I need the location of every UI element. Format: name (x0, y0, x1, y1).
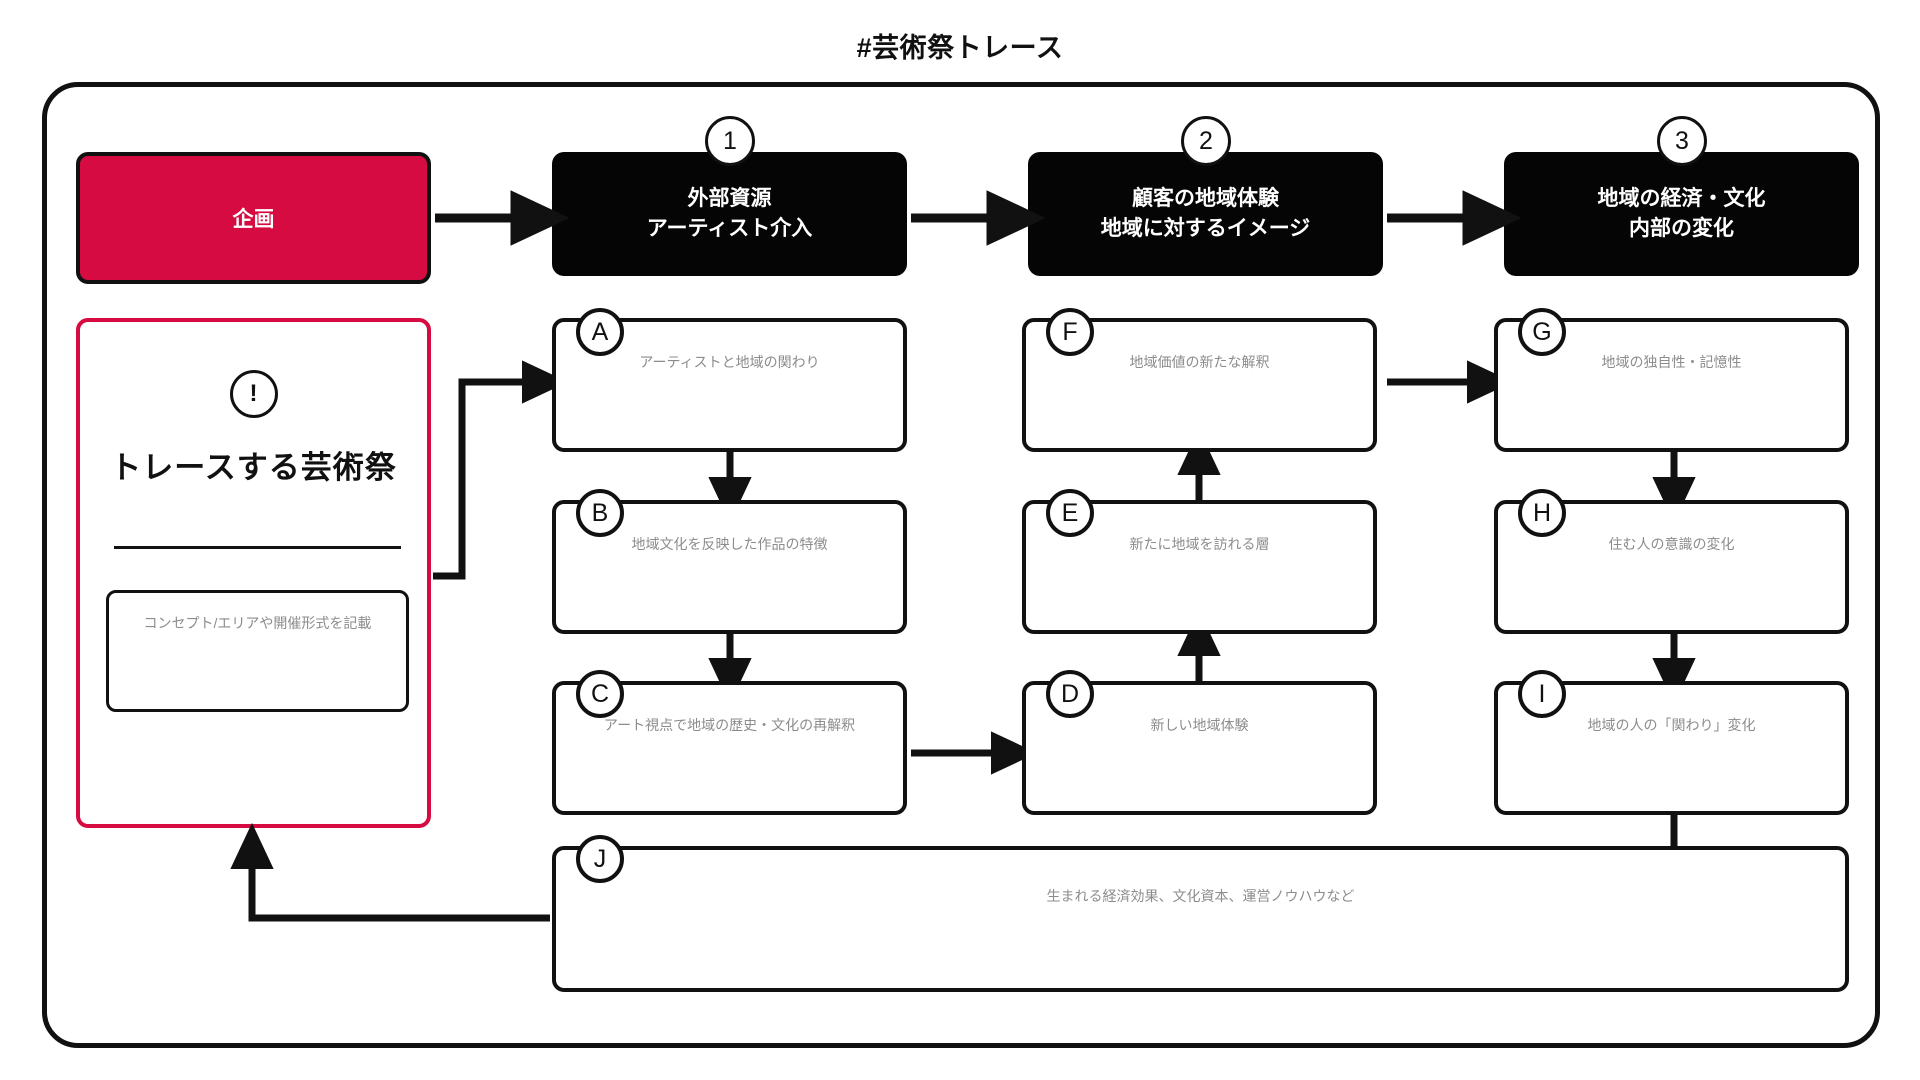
stage-box-1[interactable]: 外部資源 アーティスト介入 (552, 152, 907, 276)
node-badge-i-letter: I (1538, 679, 1546, 708)
trace-panel-note-field[interactable]: コンセプト/エリアや開催形式を記載 (106, 590, 409, 712)
node-i-label: 地域の人の「関わり」変化 (1587, 717, 1756, 733)
node-f-label: 地域価値の新たな解釈 (1129, 354, 1270, 370)
page-title: #芸術祭トレース (856, 33, 1064, 63)
node-badge-e: E (1046, 489, 1094, 537)
node-badge-d-letter: D (1060, 679, 1080, 708)
node-badge-f: F (1046, 308, 1094, 356)
stage-number-1: 1 (705, 116, 755, 166)
node-arrows (230, 360, 1696, 922)
stage-number-3-label: 3 (1675, 126, 1689, 155)
node-badge-e-letter: E (1061, 498, 1079, 527)
stage-1-line-2: アーティスト介入 (646, 217, 813, 240)
node-badge-g-letter: G (1532, 317, 1552, 346)
node-badge-f-letter: F (1062, 317, 1078, 346)
node-badge-h: H (1518, 489, 1566, 537)
stage-box-2[interactable]: 顧客の地域体験 地域に対するイメージ (1028, 152, 1383, 276)
node-a-label: アーティストと地域の関わり (639, 354, 820, 370)
stage-box-3[interactable]: 地域の経済・文化 内部の変化 (1504, 152, 1859, 276)
node-box-j[interactable]: 生まれる経済効果、文化資本、運営ノウハウなど (552, 846, 1849, 992)
stage-number-2: 2 (1181, 116, 1231, 166)
stage-3-line-2: 内部の変化 (1629, 217, 1734, 240)
node-badge-j-letter: J (593, 844, 607, 873)
node-j-label: 生まれる経済効果、文化資本、運営ノウハウなど (1046, 888, 1355, 904)
node-d-label: 新しい地域体験 (1150, 717, 1249, 733)
node-c-label: アート視点で地域の歴史・文化の再解釈 (603, 717, 856, 733)
node-badge-a: A (576, 308, 624, 356)
exclamation-circle-icon: ! (229, 370, 278, 418)
stage-1-line-1: 外部資源 (687, 186, 772, 210)
node-badge-i: I (1518, 670, 1566, 718)
node-badge-b-letter: B (591, 498, 609, 527)
plan-box-label: 企画 (232, 208, 275, 231)
stage-number-2-label: 2 (1199, 126, 1213, 155)
stage-number-3: 3 (1657, 116, 1707, 166)
trace-panel-note-placeholder: コンセプト/エリアや開催形式を記載 (143, 615, 372, 631)
node-badge-b: B (576, 489, 624, 537)
node-g-label: 地域の独自性・記憶性 (1601, 354, 1742, 370)
node-badge-a-letter: A (591, 317, 609, 346)
node-badge-g: G (1518, 308, 1566, 356)
node-badge-j: J (576, 835, 624, 883)
node-badge-c-letter: C (590, 679, 610, 708)
node-badge-d: D (1046, 670, 1094, 718)
stage-3-line-1: 地域の経済・文化 (1597, 186, 1766, 210)
node-h-label: 住む人の意識の変化 (1608, 536, 1735, 552)
trace-panel-divider (114, 546, 401, 549)
node-badge-c: C (576, 670, 624, 718)
node-b-label: 地域文化を反映した作品の特徴 (631, 536, 828, 552)
stage-2-line-1: 顧客の地域体験 (1132, 186, 1279, 210)
trace-panel-heading: トレースする芸術祭 (110, 450, 397, 485)
node-e-label: 新たに地域を訪れる層 (1129, 536, 1270, 552)
node-badge-h-letter: H (1532, 498, 1552, 527)
exclamation-glyph: ! (249, 380, 258, 407)
stage-number-1-label: 1 (723, 126, 737, 155)
trace-panel[interactable]: ! トレースする芸術祭 コンセプト/エリアや開催形式を記載 (76, 318, 431, 828)
stage-2-line-2: 地域に対するイメージ (1100, 217, 1311, 240)
plan-box[interactable]: 企画 (76, 152, 431, 284)
